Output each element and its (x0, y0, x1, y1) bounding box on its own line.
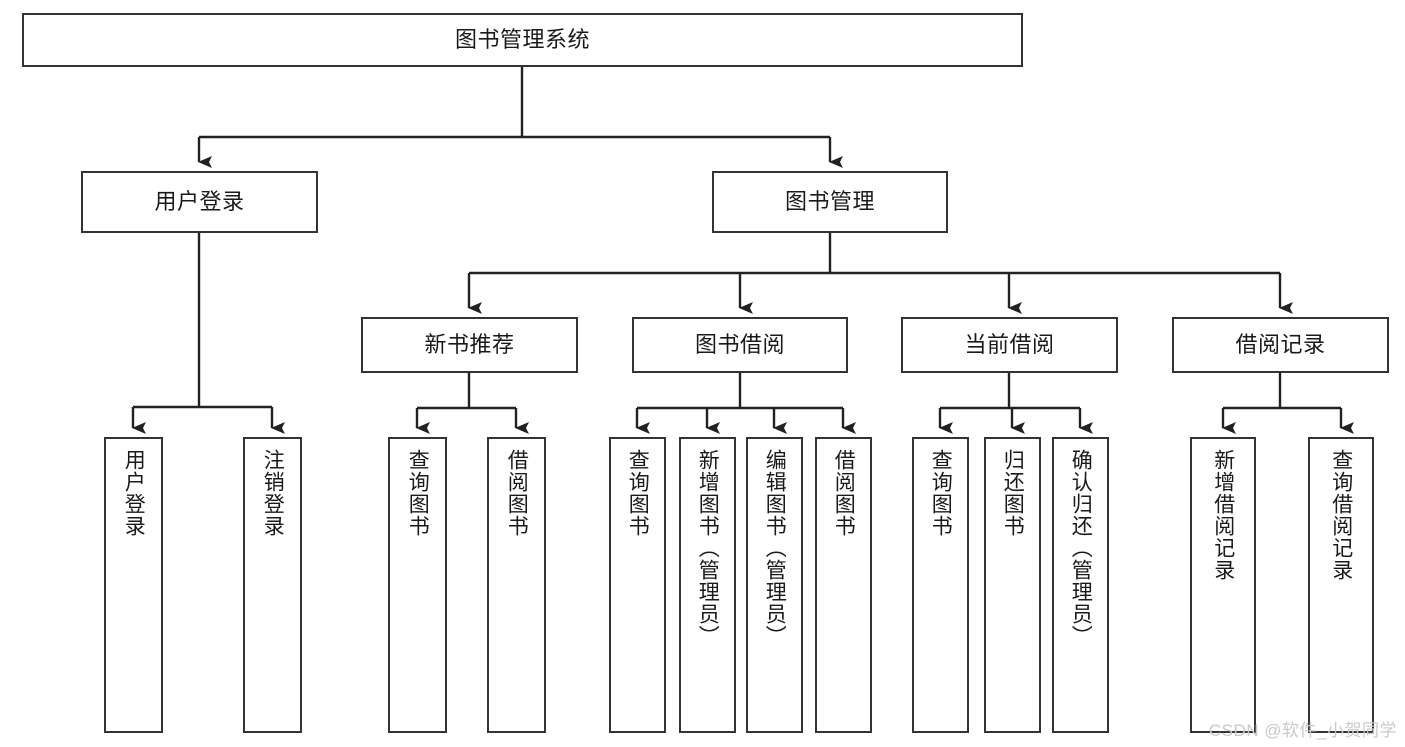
watermark: CSDN @软件_小贺同学 (1208, 721, 1397, 740)
node-current-borrow[interactable]: 当前借阅 (901, 317, 1118, 373)
node-leaf-logout[interactable]: 注销登录 (243, 437, 302, 733)
node-leaf-add-record[interactable]: 新增借阅记录 (1190, 437, 1256, 733)
node-leaf-return-book-label: 归还图书 (1001, 449, 1025, 537)
node-leaf-borrow-book-1-label: 借阅图书 (505, 449, 529, 537)
node-leaf-confirm-return[interactable]: 确认归还（管理员） (1052, 437, 1109, 733)
node-leaf-add-record-label: 新增借阅记录 (1211, 449, 1235, 581)
node-book-borrow[interactable]: 图书借阅 (632, 317, 848, 373)
node-leaf-user-login[interactable]: 用户登录 (104, 437, 163, 733)
node-leaf-query-book-1[interactable]: 查询图书 (388, 437, 447, 733)
node-leaf-user-login-label: 用户登录 (122, 449, 146, 537)
node-leaf-add-book-label: 新增图书（管理员） (696, 449, 720, 647)
node-leaf-borrow-book-2-label: 借阅图书 (832, 449, 856, 537)
node-leaf-borrow-book-2[interactable]: 借阅图书 (815, 437, 872, 733)
node-current-borrow-label: 当前借阅 (964, 332, 1055, 358)
node-leaf-query-book-2[interactable]: 查询图书 (609, 437, 666, 733)
node-leaf-return-book[interactable]: 归还图书 (984, 437, 1041, 733)
node-book-manage[interactable]: 图书管理 (712, 171, 948, 233)
node-leaf-query-book-3[interactable]: 查询图书 (912, 437, 969, 733)
node-leaf-query-book-2-label: 查询图书 (626, 449, 650, 537)
node-leaf-edit-book[interactable]: 编辑图书（管理员） (746, 437, 803, 733)
node-leaf-query-book-3-label: 查询图书 (929, 449, 953, 537)
node-new-book-rec[interactable]: 新书推荐 (361, 317, 578, 373)
node-borrow-record-label: 借阅记录 (1235, 332, 1326, 358)
node-leaf-add-book[interactable]: 新增图书（管理员） (679, 437, 736, 733)
node-leaf-query-book-1-label: 查询图书 (406, 449, 430, 537)
node-leaf-query-record[interactable]: 查询借阅记录 (1308, 437, 1374, 733)
node-leaf-confirm-return-label: 确认归还（管理员） (1069, 449, 1093, 647)
node-leaf-borrow-book-1[interactable]: 借阅图书 (487, 437, 546, 733)
node-leaf-logout-label: 注销登录 (261, 449, 285, 537)
node-leaf-query-record-label: 查询借阅记录 (1329, 449, 1353, 581)
node-book-borrow-label: 图书借阅 (694, 332, 785, 358)
node-leaf-edit-book-label: 编辑图书（管理员） (763, 449, 787, 647)
node-user-login[interactable]: 用户登录 (81, 171, 318, 233)
node-root-label: 图书管理系统 (454, 27, 590, 53)
node-user-login-label: 用户登录 (154, 189, 245, 215)
node-root[interactable]: 图书管理系统 (22, 13, 1023, 67)
node-book-manage-label: 图书管理 (784, 189, 875, 215)
node-borrow-record[interactable]: 借阅记录 (1172, 317, 1389, 373)
node-new-book-rec-label: 新书推荐 (424, 332, 515, 358)
